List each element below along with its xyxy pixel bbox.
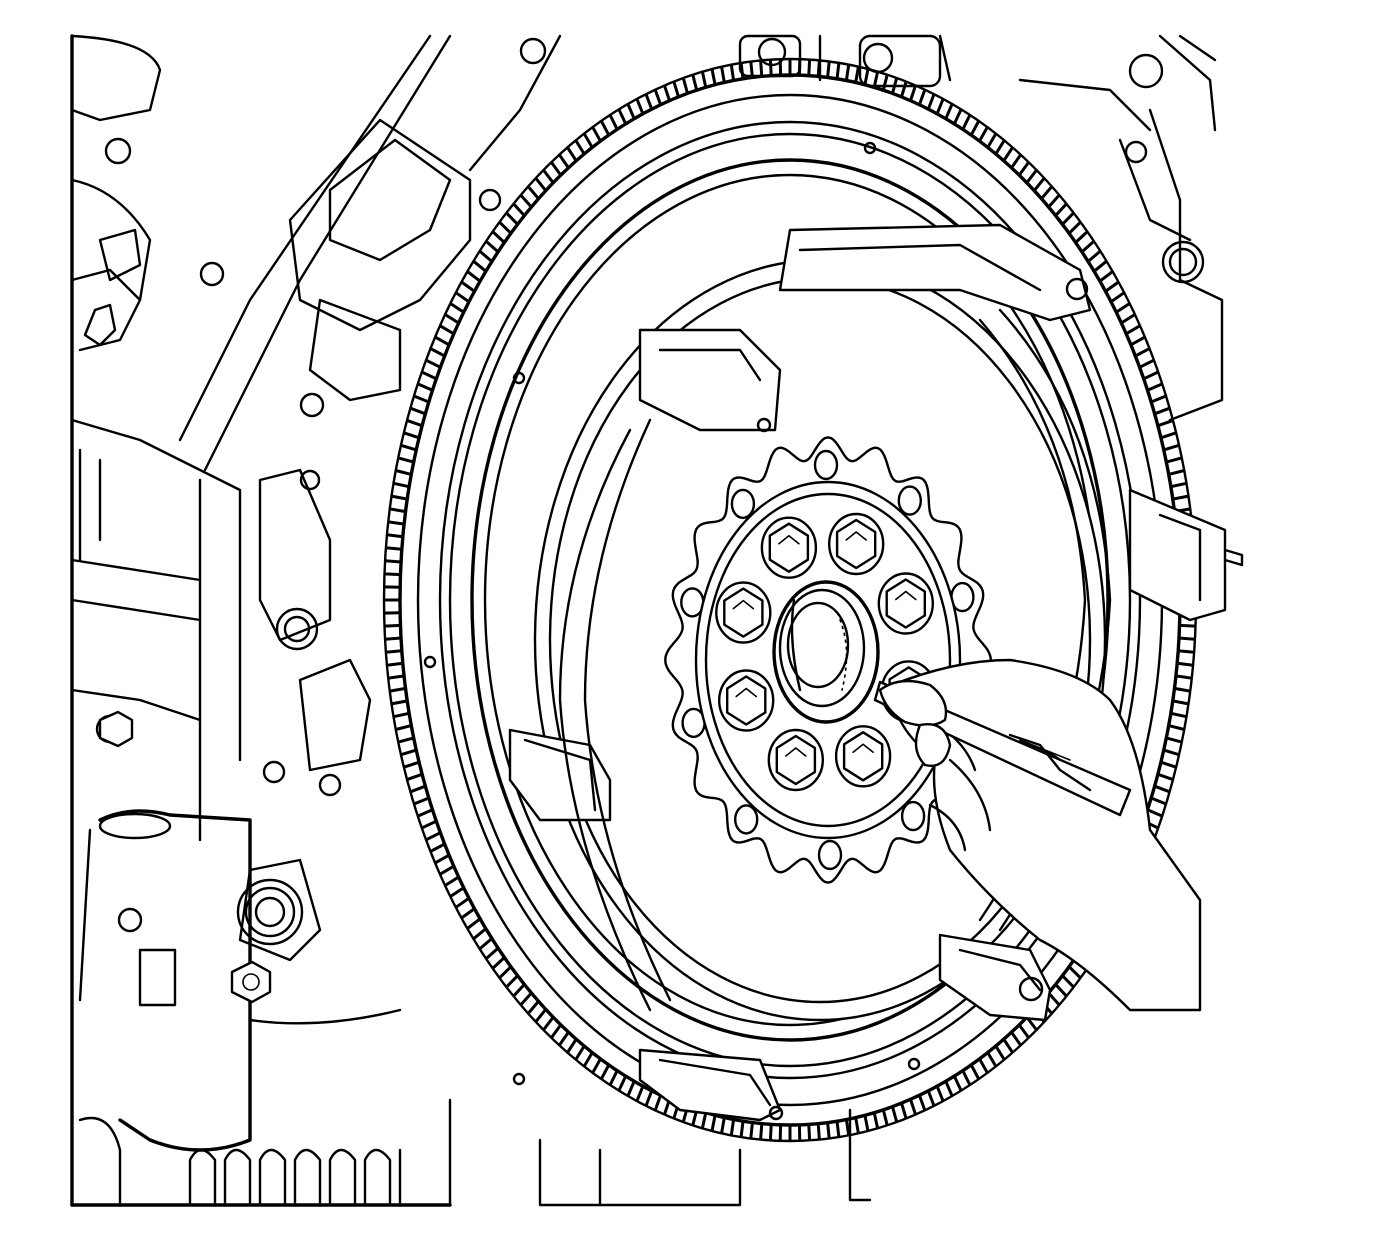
hub-hole xyxy=(900,800,926,832)
hub-hole xyxy=(817,839,843,871)
flywheel-bolt xyxy=(760,516,818,579)
flywheel-bolt xyxy=(715,581,772,644)
flywheel-bolt xyxy=(828,512,885,576)
flywheel-bolt xyxy=(834,725,892,788)
crankshaft-hub xyxy=(664,436,992,884)
flywheel-bolt xyxy=(767,728,824,792)
flywheel-bolt xyxy=(718,669,775,732)
hub-hole xyxy=(813,449,839,481)
hub-hole xyxy=(734,804,759,835)
flywheel-bolt xyxy=(877,572,934,635)
hand-with-pick-tool xyxy=(873,658,1202,1012)
hub-hole xyxy=(730,488,756,520)
hub-hole xyxy=(897,485,922,516)
